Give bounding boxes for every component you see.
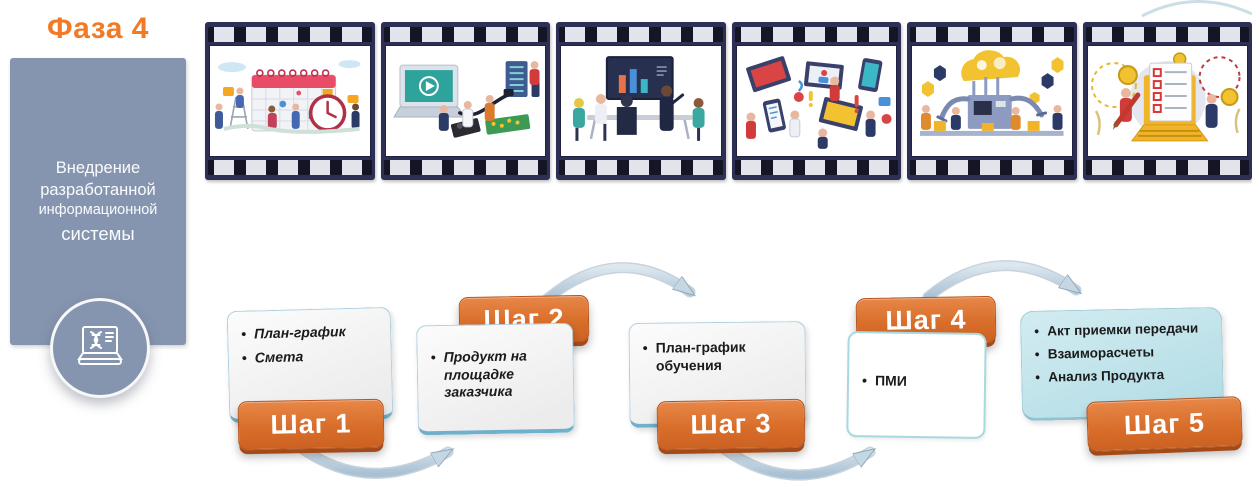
acceptance-checklist-payment-illustration [1090, 52, 1241, 142]
film-holes [383, 27, 547, 42]
team-meeting-presentation-illustration [572, 56, 705, 141]
arrow-step1-step2 [291, 439, 448, 479]
film-holes [910, 27, 1074, 42]
film-frame-1 [205, 22, 375, 180]
phase-description-panel: Внедрение разработанной информационной с… [10, 58, 186, 345]
step-item: ПМИ [875, 373, 907, 391]
phase-badge [50, 298, 150, 398]
automation-production-illustration [919, 50, 1064, 136]
film-holes [910, 160, 1074, 175]
step3-items: План-график обучения [630, 338, 805, 375]
film-shot-6 [1086, 45, 1248, 157]
film-shot-3 [560, 45, 722, 157]
arrow-step3-step4 [717, 442, 870, 481]
calendar-schedule-illustration [214, 60, 361, 134]
step5-label: Шаг 5 [1086, 396, 1243, 452]
step4-card: ПМИ [846, 331, 987, 439]
step4-items: ПМИ [849, 372, 913, 396]
film-shot-5 [911, 45, 1073, 157]
step1-label: Шаг 1 [237, 398, 385, 451]
hardware-installation-illustration [392, 61, 540, 138]
step-item: Акт приемки передачи [1047, 320, 1215, 340]
film-frame-3 [556, 22, 726, 180]
film-shot-2 [384, 45, 546, 157]
film-frame-6 [1082, 22, 1252, 180]
film-holes [1085, 27, 1249, 42]
film-holes [383, 160, 547, 175]
step5-items: Акт приемки передачи Взаиморасчеты Анали… [1021, 320, 1222, 387]
laptop-dna-icon [77, 326, 123, 365]
step-item: Взаиморасчеты [1048, 343, 1216, 363]
film-holes [208, 27, 372, 42]
step-item: Анализ Продукта [1048, 366, 1216, 386]
step1-items: План-график Смета [228, 322, 391, 367]
phase-description-line: Внедрение [55, 158, 141, 177]
film-shot-4 [735, 45, 897, 157]
film-shot-1 [209, 45, 371, 157]
film-holes [734, 160, 898, 175]
apps-devices-testing-illustration [745, 56, 892, 149]
step-item: Продукт на площадке заказчика [443, 347, 567, 402]
film-holes [559, 27, 723, 42]
film-holes [734, 27, 898, 42]
step-item: Смета [255, 346, 385, 367]
phase-title: Фаза 4 [47, 12, 149, 45]
film-frame-2 [380, 22, 550, 180]
phase-description-line: разработанной [40, 180, 156, 199]
arrow-step4-step5 [922, 260, 1076, 303]
step2-card: Продукт на площадке заказчика [416, 322, 575, 436]
phase-description-line: информационной [38, 202, 158, 219]
film-frame-5 [907, 22, 1077, 180]
decorative-arc [1141, 0, 1252, 18]
film-frame-4 [731, 22, 901, 180]
film-holes [559, 160, 723, 175]
film-holes [1085, 160, 1249, 175]
step2-items: Продукт на площадке заказчика [417, 347, 573, 408]
step-item: План-график [254, 322, 384, 343]
step3-label: Шаг 3 [656, 398, 806, 451]
film-holes [208, 160, 372, 175]
filmstrip [205, 22, 1252, 180]
phase-description-line: системы [61, 222, 135, 244]
step-item: План-график обучения [656, 338, 799, 374]
